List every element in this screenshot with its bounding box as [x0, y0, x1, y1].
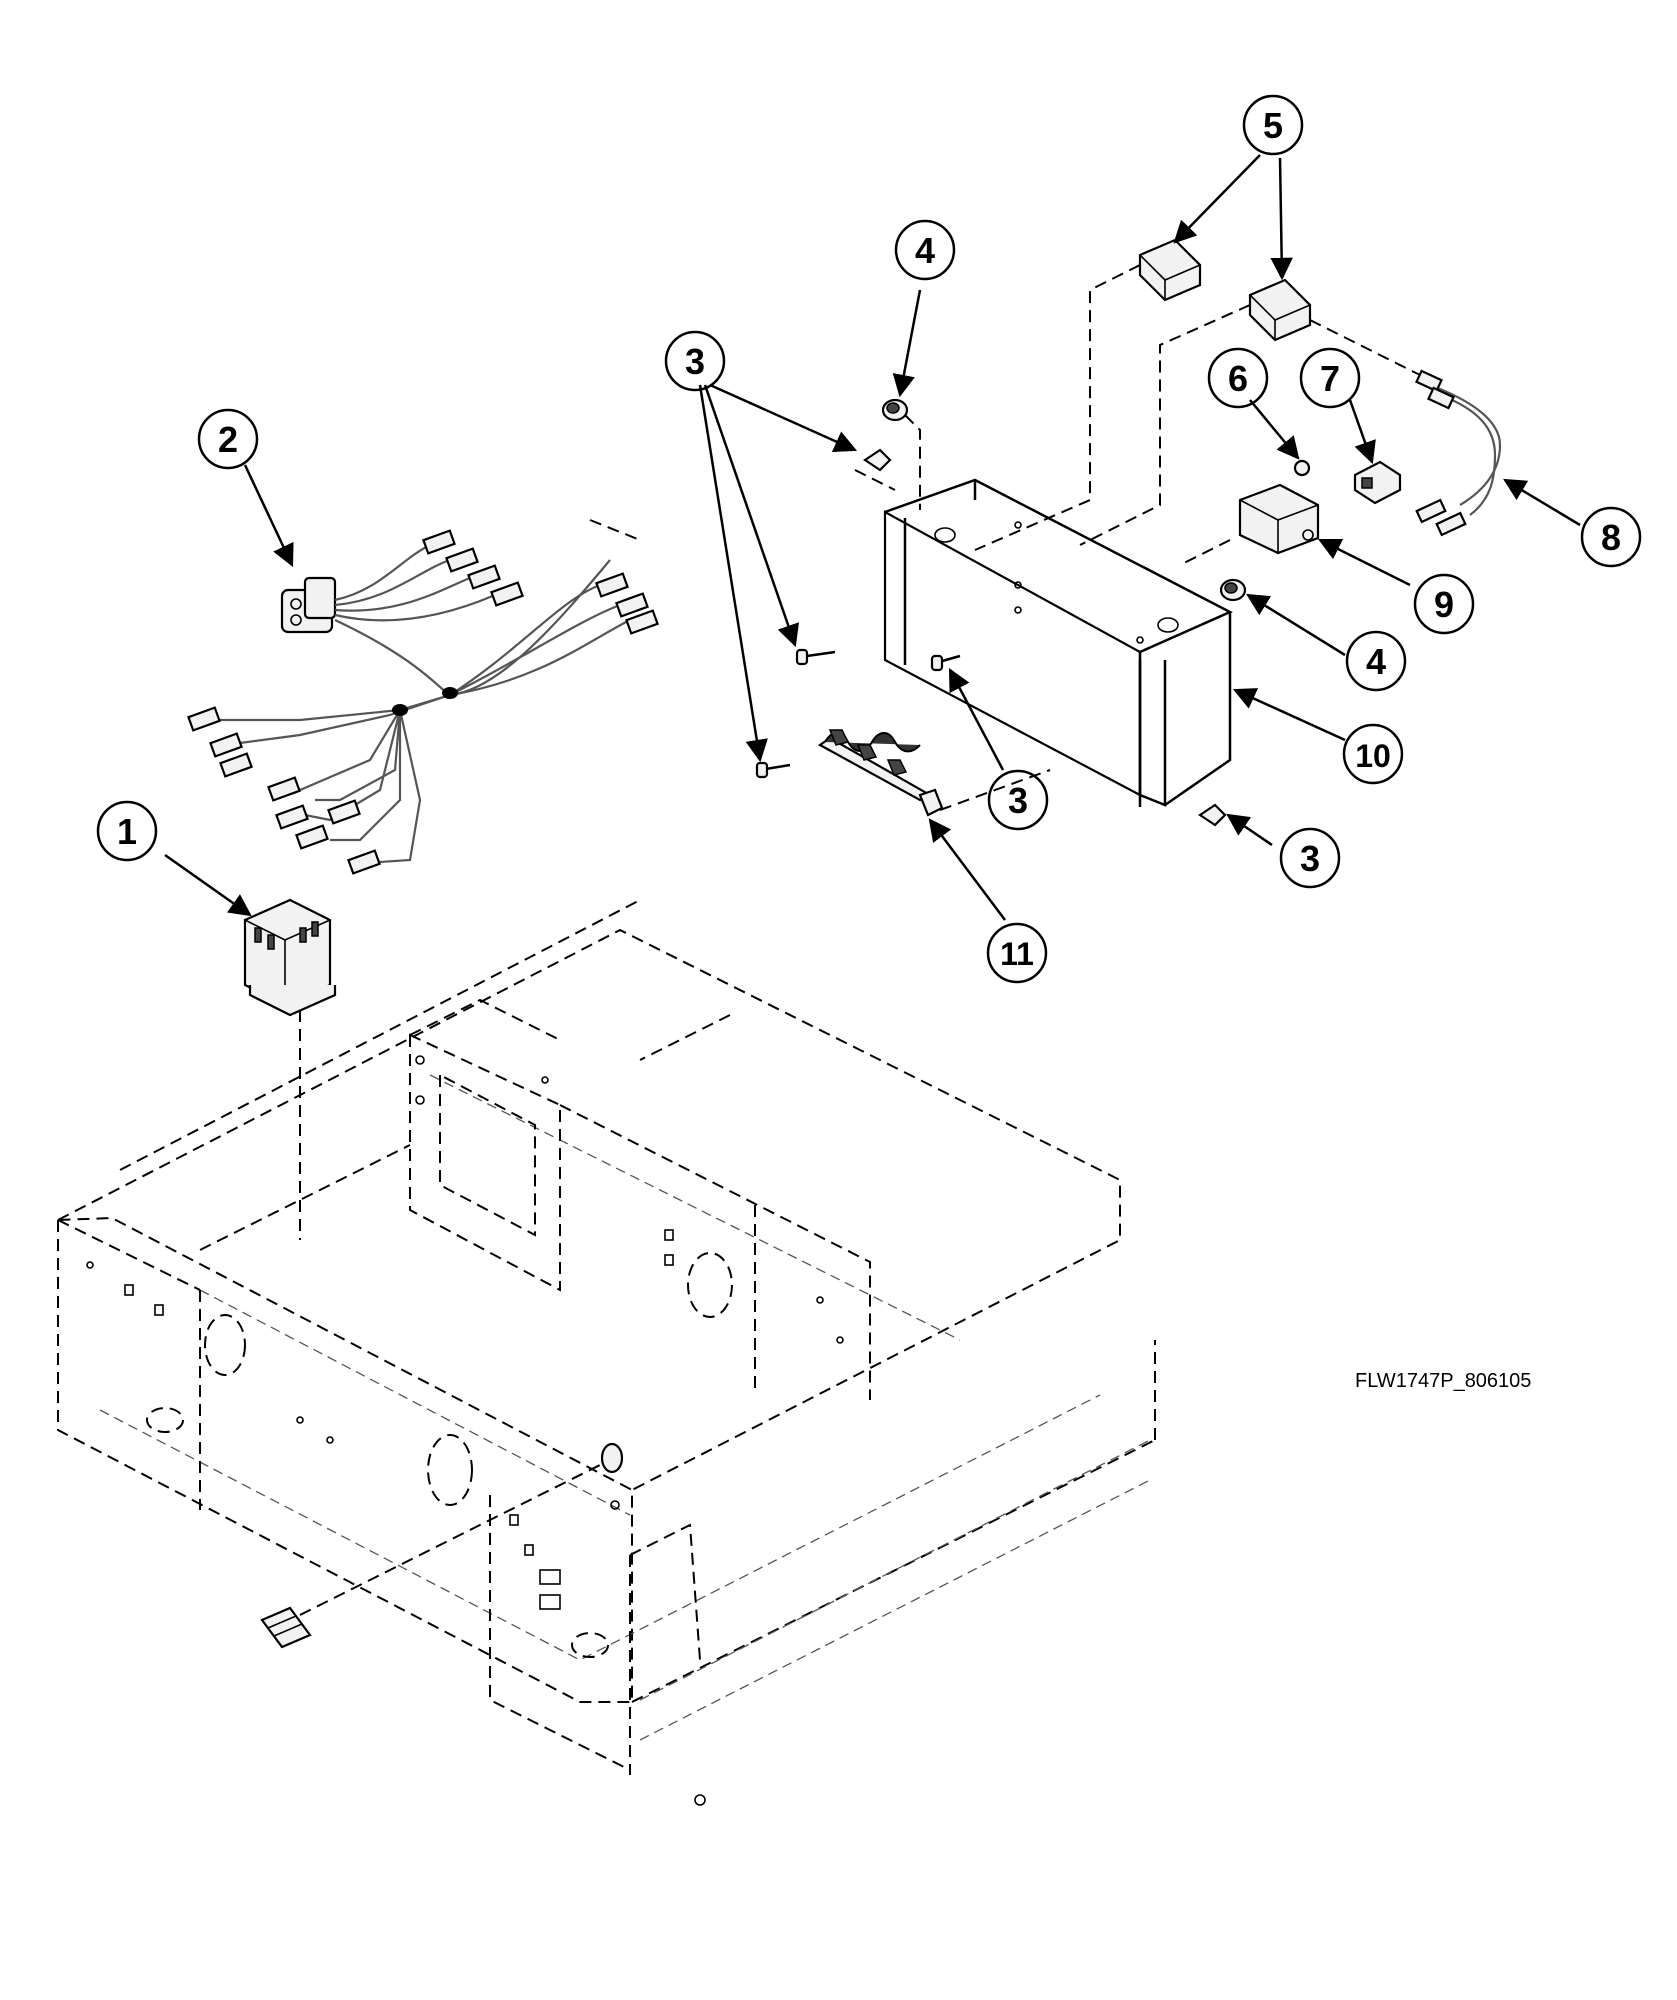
- callout-10: 10: [1342, 723, 1404, 785]
- callout-3-bottom: 3: [1279, 827, 1341, 889]
- callout-arrows: [164, 154, 1581, 921]
- jumper-harness-part-8: [1415, 369, 1502, 537]
- callout-3-middle-label: 3: [1008, 780, 1028, 821]
- callout-2-label: 2: [218, 419, 238, 460]
- callout-9-label: 9: [1434, 584, 1454, 625]
- callout-8: 8: [1580, 506, 1642, 568]
- callout-4-right: 4: [1345, 630, 1407, 692]
- callout-3-top: 3: [664, 330, 726, 392]
- callout-6-label: 6: [1228, 358, 1248, 399]
- callout-1: 1: [96, 800, 158, 862]
- callout-7-label: 7: [1320, 358, 1340, 399]
- callout-2: 2: [197, 408, 259, 470]
- callout-4-right-label: 4: [1366, 641, 1386, 682]
- callout-8-label: 8: [1601, 517, 1621, 558]
- callout-3-middle: 3: [987, 769, 1049, 831]
- callout-6: 6: [1207, 347, 1269, 409]
- filter-part-9: [1179, 483, 1320, 566]
- drawing-id-label: FLW1747P_806105: [1355, 1370, 1532, 1392]
- callout-7: 7: [1299, 347, 1361, 409]
- callout-9: 9: [1413, 573, 1475, 635]
- callout-11: 11: [986, 922, 1048, 984]
- callout-4-top: 4: [894, 219, 956, 281]
- wire-harness-part-2: [187, 519, 659, 875]
- callout-1-label: 1: [117, 811, 137, 852]
- bracket-part-10: [883, 478, 1233, 807]
- plug-part-7: [1353, 460, 1402, 505]
- strain-relief-fitting: [260, 1442, 624, 1649]
- screws-part-3: [755, 448, 1227, 827]
- callout-5-label: 5: [1263, 105, 1283, 146]
- wire-clamp-part-11: [817, 729, 1051, 817]
- cabinet-base: [57, 899, 1156, 1806]
- callout-4-top-label: 4: [915, 230, 935, 271]
- grommet-part-6: [1293, 459, 1311, 477]
- callout-3-top-label: 3: [685, 341, 705, 382]
- callout-3-bottom-label: 3: [1300, 838, 1320, 879]
- capacitors-part-5: [974, 238, 1421, 551]
- nuts-part-4: [881, 398, 1247, 602]
- callout-10-label: 10: [1355, 738, 1391, 774]
- contactor-part-1: [243, 898, 337, 1240]
- callout-5: 5: [1242, 94, 1304, 156]
- callout-11-label: 11: [1000, 936, 1034, 972]
